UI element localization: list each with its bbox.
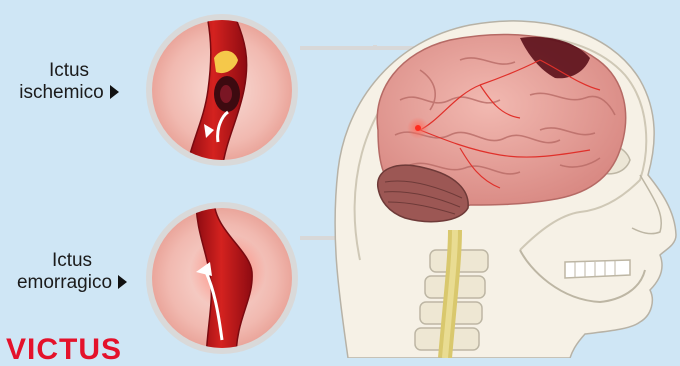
label-ischemic-stroke: Ictus ischemico [4, 60, 134, 104]
hemorrhagic-stroke-circle [146, 200, 298, 358]
label-ischemic-line1: Ictus [4, 60, 134, 82]
right-triangle-arrow-icon [118, 275, 127, 289]
stroke-illustration [0, 0, 680, 358]
label-ischemic-line2: ischemico [19, 82, 103, 103]
ischemic-stroke-circle [146, 10, 298, 170]
label-hemorrhagic-line1: Ictus [2, 250, 142, 272]
label-hemorrhagic-stroke: Ictus emorragico [2, 250, 142, 294]
brand-logo-text: VICTUS [6, 335, 122, 365]
right-triangle-arrow-icon [110, 85, 119, 99]
label-hemorrhagic-line2: emorragico [17, 272, 112, 293]
